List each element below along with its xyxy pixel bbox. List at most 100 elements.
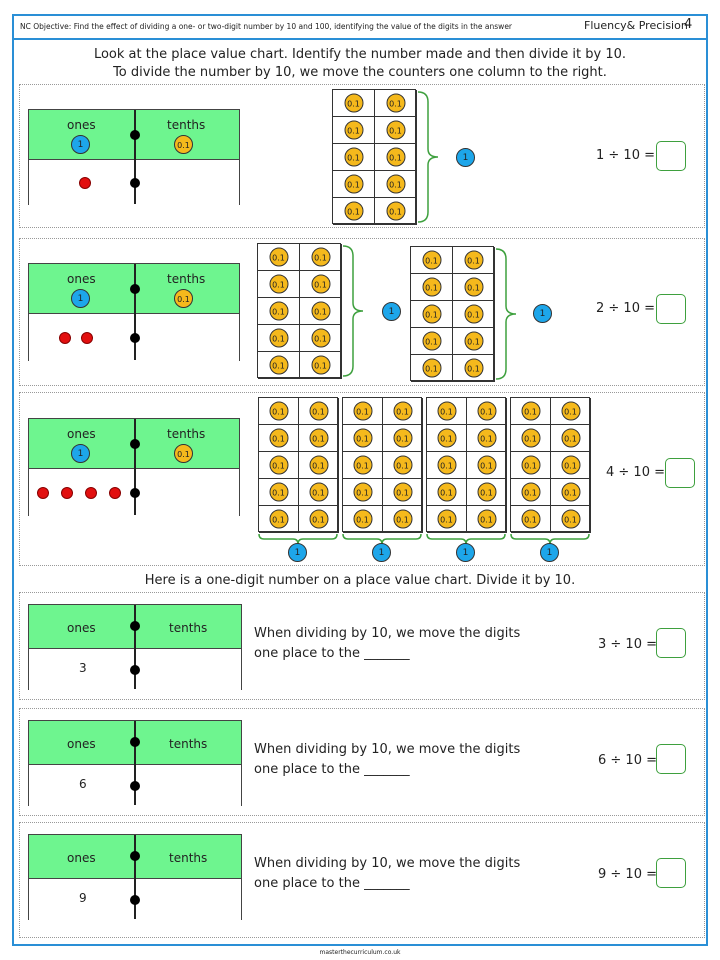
tenths-counter: 0.1 <box>353 401 372 421</box>
tenths-counter: 0.1 <box>309 428 328 448</box>
tenths-counter: 0.1 <box>269 301 288 321</box>
tenths-counter: 0.1 <box>464 277 483 297</box>
grid-cell: 0.1 <box>375 198 417 225</box>
ones-counter: 1 <box>540 543 559 562</box>
tenths-label: tenths <box>167 427 206 441</box>
tenths-counter: 0.1 <box>309 401 328 421</box>
grid-cell: 0.1 <box>383 452 423 479</box>
page-number: 4 <box>684 17 693 32</box>
decimal-point <box>130 333 140 343</box>
decimal-divider <box>134 110 136 204</box>
tenths-counter: 0.1 <box>561 509 580 529</box>
problem-panel <box>19 238 705 386</box>
grid-cell: 0.1 <box>300 325 342 352</box>
tenths-counter: 0.1 <box>521 428 540 448</box>
grid-cell: 0.1 <box>300 352 342 379</box>
grid-cell: 0.1 <box>259 506 299 533</box>
grid-cell: 0.1 <box>467 506 507 533</box>
tenths-counter: 0.1 <box>393 428 412 448</box>
red-counter <box>85 487 97 499</box>
grid-cell: 0.1 <box>427 398 467 425</box>
instruction-line-2: To divide the number by 10, we move the … <box>113 65 607 80</box>
tenths-counter: 0.1 <box>464 358 483 378</box>
tenths-label: tenths <box>167 272 206 286</box>
tenths-counter: 0.1 <box>269 482 288 502</box>
ones-counter: 1 <box>456 543 475 562</box>
decimal-divider <box>134 835 136 919</box>
tenths-counter: 0.1 <box>309 455 328 475</box>
grid-cell: 0.1 <box>427 452 467 479</box>
digit-value: 9 <box>79 891 87 905</box>
grid-cell: 0.1 <box>411 247 453 274</box>
grid-cell: 0.1 <box>551 506 591 533</box>
ones-counter: 1 <box>288 543 307 562</box>
decimal-point <box>130 178 140 188</box>
tenths-counter: 0.1 <box>269 509 288 529</box>
problem-panel <box>19 592 705 700</box>
grid-cell: 0.1 <box>258 271 300 298</box>
tenths-counter: 0.1 <box>309 509 328 529</box>
tenths-counter: 0.1 <box>422 277 441 297</box>
grid-cell: 0.1 <box>511 479 551 506</box>
red-counter <box>79 177 91 189</box>
sentence-line-1: When dividing by 10, we move the digits <box>254 856 521 871</box>
tenths-counter: 0.1 <box>269 274 288 294</box>
grid-cell: 0.1 <box>300 298 342 325</box>
sentence-line-2: one place to the _______ <box>254 762 410 777</box>
tenths-counter: 0.1 <box>386 174 405 194</box>
grid-cell: 0.1 <box>333 90 375 117</box>
tenths-counter: 0.1 <box>353 455 372 475</box>
grid-cell: 0.1 <box>299 452 339 479</box>
grid-cell: 0.1 <box>375 90 417 117</box>
objective-text: NC Objective: Find the effect of dividin… <box>20 22 513 31</box>
tenths-counter: 0.1 <box>353 428 372 448</box>
answer-box[interactable] <box>656 858 686 888</box>
equation: 4 ÷ 10 = <box>606 465 665 480</box>
ones-counter: 1 <box>372 543 391 562</box>
header-bar: NC Objective: Find the effect of dividin… <box>14 16 706 40</box>
grid-cell: 0.1 <box>411 274 453 301</box>
tenths-counter: 0.1 <box>386 201 405 221</box>
tenths-label: tenths <box>169 621 208 635</box>
grid-cell: 0.1 <box>300 244 342 271</box>
ones-counter: 1 <box>456 148 475 167</box>
sentence-line-2: one place to the _______ <box>254 646 410 661</box>
tenths-counter: 0.1 <box>269 355 288 375</box>
ones-label: ones <box>67 621 96 635</box>
decimal-point <box>130 665 140 675</box>
answer-box[interactable] <box>656 141 686 171</box>
tenths-counter: 0.1 <box>561 455 580 475</box>
tenths-counter: 0.1 <box>437 401 456 421</box>
grid-cell: 0.1 <box>383 479 423 506</box>
grid-cell: 0.1 <box>343 425 383 452</box>
grid-cell: 0.1 <box>258 325 300 352</box>
tenths-label: tenths <box>167 118 206 132</box>
decimal-divider <box>134 419 136 515</box>
ones-counter: 1 <box>71 444 90 463</box>
sentence-line-1: When dividing by 10, we move the digits <box>254 742 521 757</box>
ones-label: ones <box>67 427 96 441</box>
tenths-counter: 0.1 <box>344 174 363 194</box>
grid-cell: 0.1 <box>258 244 300 271</box>
answer-box[interactable] <box>656 294 686 324</box>
ones-counter: 1 <box>71 135 90 154</box>
answer-box[interactable] <box>665 458 695 488</box>
tenths-counter: 0.1 <box>464 304 483 324</box>
grid-cell: 0.1 <box>299 425 339 452</box>
tenths-counter: 0.1 <box>174 135 193 154</box>
grid-cell: 0.1 <box>259 479 299 506</box>
grid-cell: 0.1 <box>511 398 551 425</box>
answer-box[interactable] <box>656 628 686 658</box>
equation: 3 ÷ 10 = <box>598 637 657 652</box>
tenths-counter: 0.1 <box>464 250 483 270</box>
tenths-counter: 0.1 <box>477 401 496 421</box>
ones-counter: 1 <box>71 289 90 308</box>
decimal-point <box>130 284 140 294</box>
tenths-counter: 0.1 <box>174 289 193 308</box>
decimal-point <box>130 895 140 905</box>
grid-cell: 0.1 <box>467 452 507 479</box>
answer-box[interactable] <box>656 744 686 774</box>
